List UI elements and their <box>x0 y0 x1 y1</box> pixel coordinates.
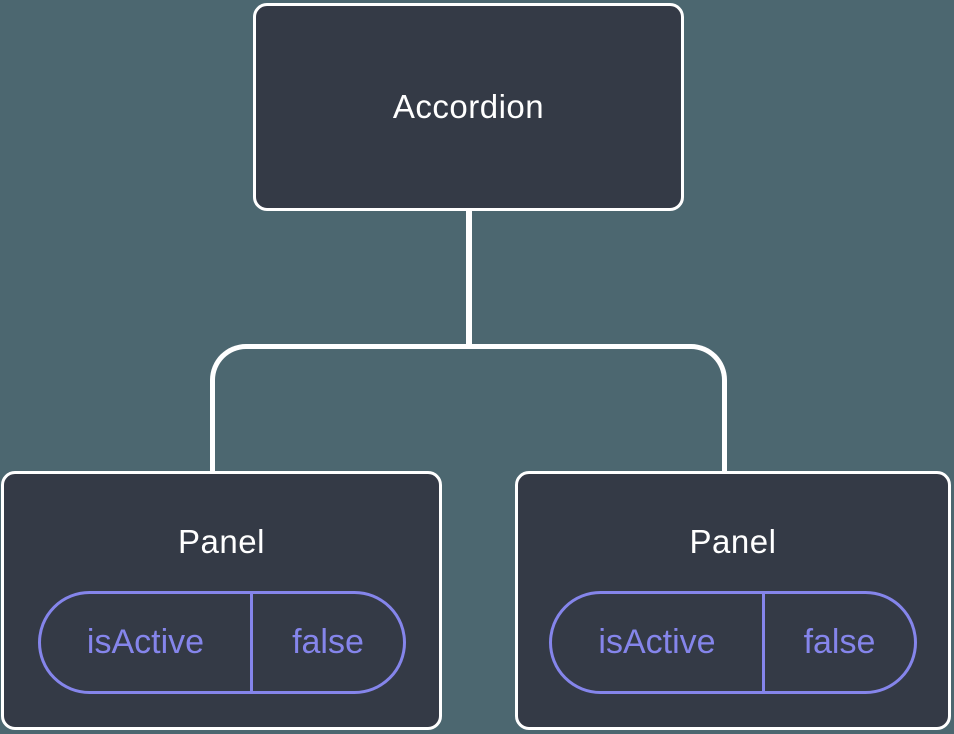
accordion-node: Accordion <box>253 3 684 211</box>
prop-name: isActive <box>41 594 254 691</box>
panel-node-label: Panel <box>689 523 777 560</box>
prop-pill: isActive false <box>37 591 406 694</box>
prop-name: isActive <box>552 594 765 691</box>
prop-value: false <box>803 623 876 661</box>
prop-value: false <box>292 623 364 661</box>
root-connector-line <box>466 208 472 347</box>
prop-pill: isActive false <box>549 591 917 694</box>
branch-bracket <box>210 344 727 474</box>
accordion-node-label: Accordion <box>392 88 545 125</box>
panel-node-label: Panel <box>178 523 265 560</box>
panel-node-right: Panel isActive false <box>515 471 951 730</box>
panel-node-left: Panel isActive false <box>1 471 442 730</box>
